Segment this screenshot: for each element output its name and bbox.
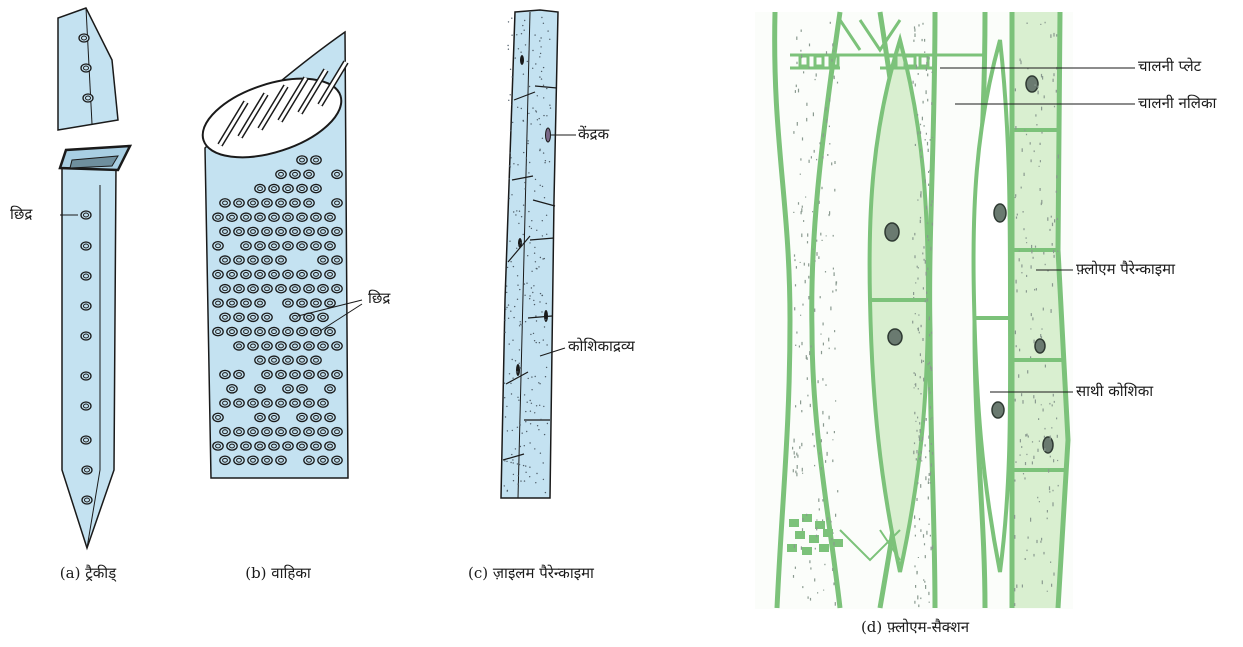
xylem-parenchyma-diagram (501, 10, 576, 498)
tracheid-diagram (58, 8, 130, 548)
sieve-plate-label: चालनी प्लेट (1138, 59, 1201, 74)
xylem-parenchyma-caption: (c) ज़ाइलम पैरेन्काइमा (468, 566, 594, 581)
xylem-parenchyma-strip (501, 10, 558, 498)
vessel-caption: (b) वाहिका (245, 566, 311, 581)
phloem-section-diagram (755, 12, 1135, 609)
vessel-pit-label: छिद्र (368, 291, 390, 306)
tracheid-caption: (a) ट्रैकीड् (60, 566, 116, 581)
vessel-diagram (193, 32, 362, 478)
phloem-parenchyma-label: फ़्लोएम पैरेन्काइमा (1076, 262, 1175, 277)
tracheid-body (62, 165, 116, 548)
cytoplasm-label: कोशिकाद्रव्य (568, 339, 635, 354)
sieve-tube-label: चालनी नलिका (1138, 96, 1216, 111)
companion-cell-label: साथी कोशिका (1076, 384, 1153, 399)
nucleus-label: केंद्रक (578, 127, 609, 142)
phloem-section-caption: (d) फ़्लोएम-सैक्शन (861, 620, 969, 635)
tracheid-pit-label: छिद्र (10, 207, 32, 222)
